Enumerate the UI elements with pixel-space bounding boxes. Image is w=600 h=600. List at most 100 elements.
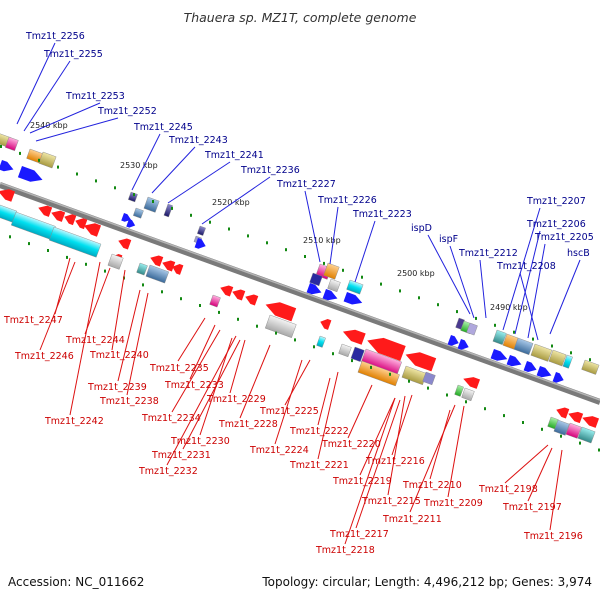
gene-label-tmz1t-2247[interactable]: Tmz1t_2247	[3, 315, 63, 326]
map-title: Thauera sp. MZ1T, complete genome	[184, 10, 417, 25]
leader-line-lower	[39, 261, 76, 351]
gene-label-tmz1t-2198[interactable]: Tmz1t_2198	[478, 484, 538, 495]
gene-label-tmz1t-2226[interactable]: Tmz1t_2226	[317, 195, 377, 206]
gene-label-tmz1t-2240[interactable]: Tmz1t_2240	[89, 350, 149, 361]
topology-text: Topology: circular; Length: 4,496,212 bp…	[261, 575, 592, 589]
forward-gene-arrow	[552, 372, 564, 383]
gene-label-tmz1t-2232[interactable]: Tmz1t_2232	[138, 466, 198, 477]
gene-label-tmz1t-2211[interactable]: Tmz1t_2211	[382, 514, 442, 525]
gene-label-tmz1t-2197[interactable]: Tmz1t_2197	[502, 502, 562, 513]
gene-label-tmz1t-2229[interactable]: Tmz1t_2229	[206, 394, 266, 405]
gene-label-tmz1t-2218[interactable]: Tmz1t_2218	[315, 545, 375, 556]
gene-label-tmz1t-2221[interactable]: Tmz1t_2221	[289, 460, 349, 471]
scale-dot	[437, 303, 439, 307]
scale-dot	[522, 421, 524, 424]
gene-label-ispf[interactable]: ispF	[439, 234, 458, 245]
feature-box-shape	[48, 226, 102, 258]
gene-label-tmz1t-2207[interactable]: Tmz1t_2207	[526, 196, 586, 207]
gene-label-hscb[interactable]: hscB	[567, 248, 590, 259]
feature-box	[38, 151, 57, 169]
gene-label-tmz1t-2225[interactable]: Tmz1t_2225	[259, 406, 319, 417]
gene-label-tmz1t-2246[interactable]: Tmz1t_2246	[14, 351, 74, 362]
feature-box-shape	[530, 343, 553, 362]
feature-box-shape	[309, 272, 323, 287]
gene-label-tmz1t-2224[interactable]: Tmz1t_2224	[249, 445, 309, 456]
gene-label-tmz1t-2245[interactable]: Tmz1t_2245	[133, 122, 193, 133]
leader-line-lower	[284, 359, 311, 406]
leader-line-upper	[427, 234, 471, 315]
scale-dot	[560, 434, 562, 438]
gene-label-tmz1t-2243[interactable]: Tmz1t_2243	[168, 135, 228, 146]
gene-label-tmz1t-2255[interactable]: Tmz1t_2255	[43, 49, 103, 60]
gene-label-tmz1t-2231[interactable]: Tmz1t_2231	[151, 450, 211, 461]
forward-gene-arrow-shape	[447, 335, 459, 346]
leader-line-lower	[69, 261, 101, 416]
gene-label-tmz1t-2206[interactable]: Tmz1t_2206	[526, 219, 586, 230]
reverse-gene-arrow	[220, 285, 234, 297]
gene-label-tmz1t-2252[interactable]: Tmz1t_2252	[97, 106, 157, 117]
gene-label-tmz1t-2256[interactable]: Tmz1t_2256	[25, 31, 85, 42]
forward-gene-arrow	[306, 283, 322, 295]
feature-box	[577, 426, 596, 444]
reverse-gene-arrow-shape	[83, 223, 102, 237]
gene-label-tmz1t-2212[interactable]: Tmz1t_2212	[458, 248, 518, 259]
leader-line-lower	[171, 329, 221, 413]
forward-gene-arrow-shape	[306, 283, 322, 295]
feature-box	[309, 272, 323, 287]
reverse-gene-arrow	[172, 264, 184, 275]
gene-label-tmz1t-2205[interactable]: Tmz1t_2205	[534, 232, 594, 243]
scale-dot	[133, 193, 135, 197]
reverse-gene-arrow	[83, 223, 102, 237]
gene-label-tmz1t-2210[interactable]: Tmz1t_2210	[402, 480, 462, 491]
gene-label-tmz1t-2228[interactable]: Tmz1t_2228	[218, 419, 278, 430]
scale-dot	[95, 179, 97, 183]
leader-line-upper	[519, 272, 539, 341]
feature-box	[136, 262, 148, 276]
forward-gene-arrow-shape	[506, 355, 522, 367]
gene-label-tmz1t-2196[interactable]: Tmz1t_2196	[523, 531, 583, 542]
gene-label-tmz1t-2253[interactable]: Tmz1t_2253	[65, 91, 125, 102]
forward-gene-arrow	[126, 219, 136, 228]
gene-label-tmz1t-2242[interactable]: Tmz1t_2242	[44, 416, 104, 427]
reverse-gene-arrow	[118, 238, 132, 250]
gene-label-tmz1t-2222[interactable]: Tmz1t_2222	[289, 426, 349, 437]
gene-label-tmz1t-2233[interactable]: Tmz1t_2233	[164, 380, 224, 391]
gene-label-tmz1t-2236[interactable]: Tmz1t_2236	[240, 165, 300, 176]
leader-line-upper	[514, 230, 541, 335]
genome-backbone-highlight	[0, 182, 600, 401]
gene-label-tmz1t-2209[interactable]: Tmz1t_2209	[423, 498, 483, 509]
gene-label-tmz1t-2244[interactable]: Tmz1t_2244	[65, 335, 125, 346]
gene-label-tmz1t-2216[interactable]: Tmz1t_2216	[365, 456, 425, 467]
gene-label-tmz1t-2219[interactable]: Tmz1t_2219	[332, 476, 392, 487]
feature-box-shape	[357, 360, 400, 387]
feature-box-shape	[136, 262, 148, 276]
gene-label-tmz1t-2238[interactable]: Tmz1t_2238	[99, 396, 159, 407]
gene-label-tmz1t-2223[interactable]: Tmz1t_2223	[352, 209, 412, 220]
tick-2510-kbp: 2510 kbp	[303, 236, 341, 245]
gene-label-tmz1t-2235[interactable]: Tmz1t_2235	[149, 363, 209, 374]
gene-label-tmz1t-2239[interactable]: Tmz1t_2239	[87, 382, 147, 393]
leader-line-lower	[527, 447, 553, 502]
gene-label-tmz1t-2208[interactable]: Tmz1t_2208	[496, 261, 556, 272]
feature-box	[530, 343, 553, 362]
feature-box-shape	[107, 253, 124, 270]
feature-box-shape	[4, 136, 19, 152]
gene-label-ispd[interactable]: ispD	[411, 223, 432, 234]
gene-label-tmz1t-2234[interactable]: Tmz1t_2234	[141, 413, 201, 424]
feature-box	[422, 371, 436, 386]
scale-dots	[0, 145, 600, 452]
gene-label-tmz1t-2230[interactable]: Tmz1t_2230	[170, 436, 230, 447]
gene-label-tmz1t-2220[interactable]: Tmz1t_2220	[321, 439, 381, 450]
gene-label-tmz1t-2217[interactable]: Tmz1t_2217	[329, 529, 389, 540]
leader-line-upper	[167, 161, 231, 204]
feature-box-shape	[338, 343, 352, 358]
gene-label-tmz1t-2241[interactable]: Tmz1t_2241	[204, 150, 264, 161]
leader-line-upper	[329, 206, 339, 265]
reverse-gene-arrow-shape	[118, 238, 132, 250]
feature-box-shape	[145, 264, 170, 284]
scale-dot	[304, 255, 306, 258]
scale-dot	[380, 282, 382, 286]
gene-label-tmz1t-2227[interactable]: Tmz1t_2227	[276, 179, 336, 190]
gene-label-tmz1t-2215[interactable]: Tmz1t_2215	[361, 496, 421, 507]
